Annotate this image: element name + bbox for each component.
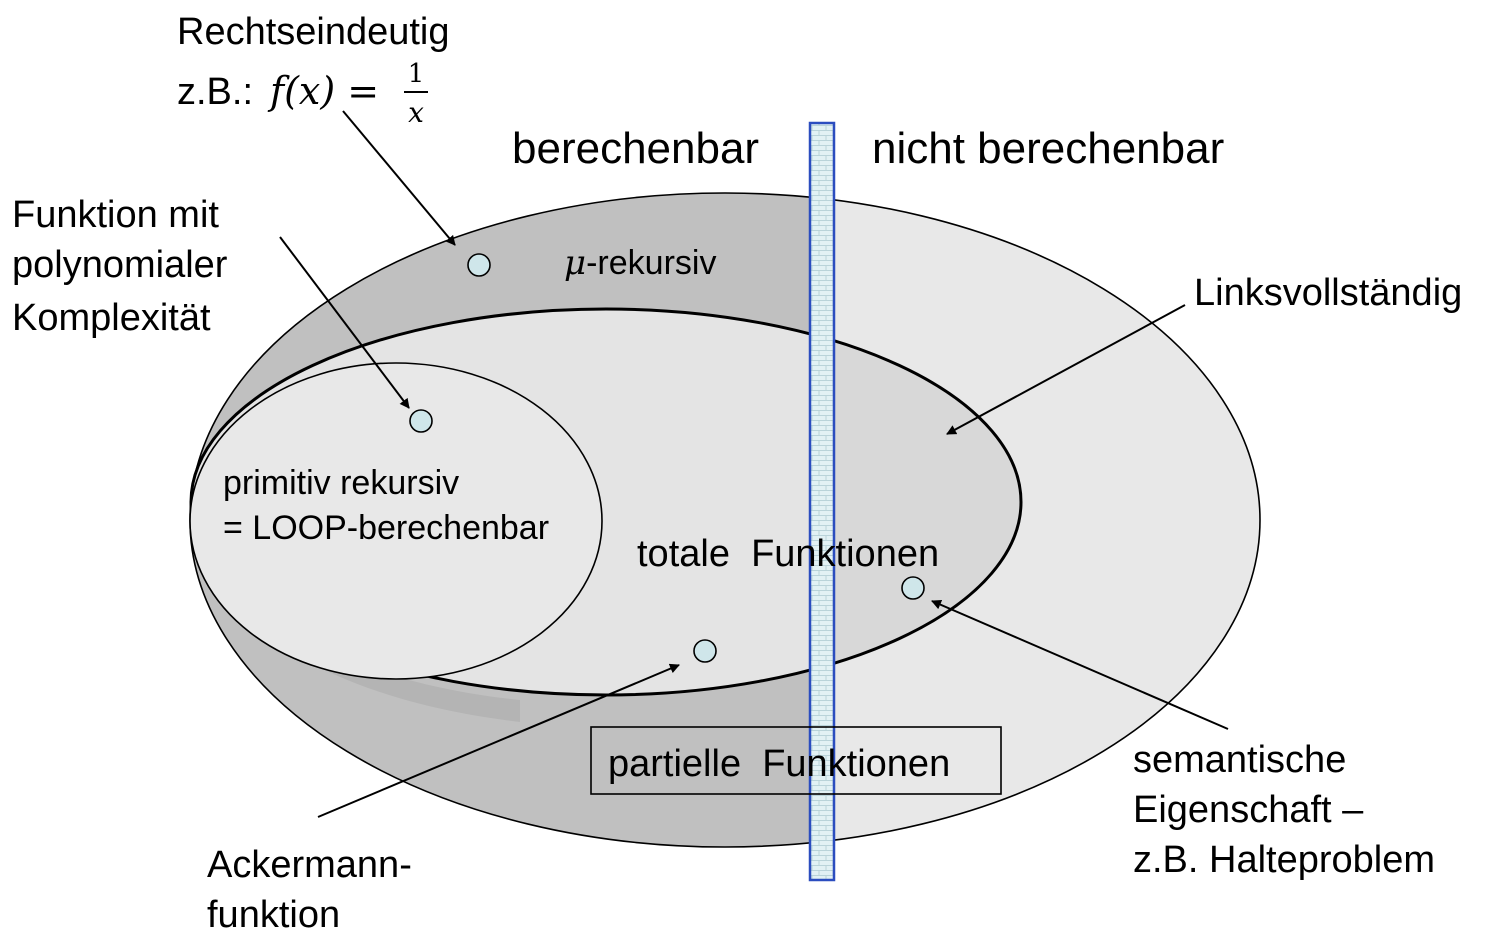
mu-rekursiv-text: -rekursiv	[586, 244, 716, 282]
arrow-ackermann	[317, 663, 680, 818]
label-linksvollstaendig: Linksvollständig	[1194, 272, 1462, 314]
formula-denominator: x	[408, 96, 424, 129]
formula-lhs: f(x) =	[267, 69, 379, 113]
arrow-polynomial	[279, 236, 410, 409]
label-semantisch-line-3: z.B. Halteproblem	[1133, 839, 1435, 881]
dot-semantic-property	[901, 576, 925, 600]
arrow-semantic-property	[931, 599, 1229, 730]
dot-polynomial	[409, 409, 433, 433]
label-semantisch-line-1: semantische	[1133, 739, 1346, 781]
partial-functions-box	[590, 726, 1002, 795]
label-partielle-funktionen: partielle Funktionen	[608, 743, 950, 785]
label-ackermann-line-2: funktion	[207, 894, 340, 936]
label-polynomial-line-2: polynomialer	[12, 244, 228, 286]
arrow-rechtseindeutig	[342, 110, 456, 246]
label-rechtseindeutig: Rechtseindeutig	[177, 11, 450, 53]
label-berechenbar: berechenbar	[512, 124, 759, 173]
dot-rechtseindeutig	[467, 253, 491, 277]
formula-numerator: 1	[408, 59, 425, 89]
label-polynomial-line-1: Funktion mit	[12, 194, 219, 236]
label-semantisch-line-2: Eigenschaft –	[1133, 789, 1364, 831]
primitive-recursive-ellipse	[189, 362, 603, 680]
label-example-prefix: z.B.:	[177, 71, 253, 113]
label-primitiv-line-1: primitiv rekursiv	[223, 464, 459, 502]
label-nicht-berechenbar: nicht berechenbar	[872, 124, 1224, 173]
label-mu-rekursiv: μ-rekursiv	[564, 243, 716, 283]
dot-ackermann	[693, 639, 717, 663]
label-ackermann-line-1: Ackermann-	[207, 844, 412, 886]
arrow-linksvollstaendig	[946, 304, 1186, 435]
label-polynomial-line-3: Komplexität	[12, 297, 211, 339]
label-totale-funktionen: totale Funktionen	[637, 533, 939, 575]
label-primitiv-line-2: = LOOP-berechenbar	[223, 509, 549, 547]
computability-wall	[808, 121, 836, 882]
mu-symbol: μ	[564, 243, 586, 283]
